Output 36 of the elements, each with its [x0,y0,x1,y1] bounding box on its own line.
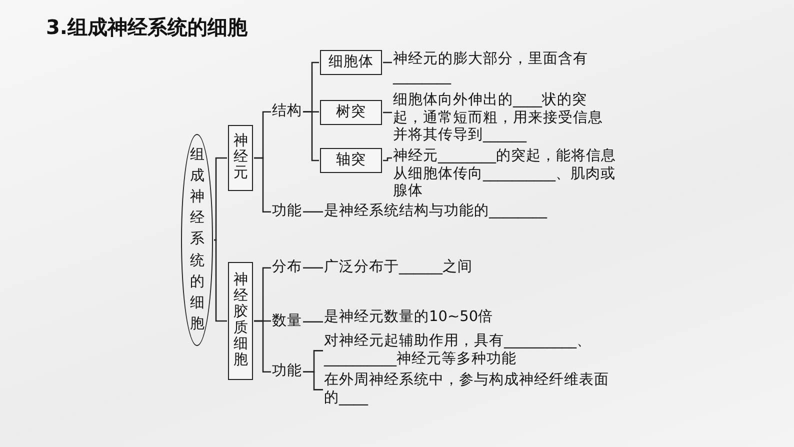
ellipse-node [181,134,213,346]
category-box [228,262,253,380]
part-box [320,148,382,173]
title: 3.组成神经系统的细胞 [46,14,248,41]
connector-line [303,211,323,212]
node-text: 神经胶质细胞 [233,273,248,369]
connector-line [214,157,227,241]
connector-line [254,320,271,372]
branch-label: 分布 [272,259,302,277]
connector-line [254,157,271,212]
connector-line [214,239,227,322]
connector-line [303,267,323,268]
description-text: 细胞体向外伸出的____状的突起，通常短而粗，用来接受信息并将其传导到______ [393,92,604,146]
part-box [320,100,382,125]
connector-line [303,371,323,390]
description-text: 是神经元数量的10~50倍 [324,309,494,327]
description-text: 对神经元起辅助作用，具有__________、__________神经元等多种功能 [324,333,592,368]
connector-line [303,111,319,162]
description-text: 是神经系统结构与功能的________ [324,203,548,221]
node-text: 树突 [336,104,366,122]
connector-line [383,157,392,162]
branch-label: 结构 [272,103,302,121]
description-text: 广泛分布于______之间 [324,259,474,277]
node-text: 组成神经系统的细胞 [190,146,204,334]
node-text: 轴突 [336,152,366,170]
branch-label: 数量 [272,313,302,331]
node-text: 细胞体 [328,54,374,72]
connector-line [303,321,323,322]
description-text: 在外周神经系统中，参与构成神经纤维表面的____ [324,372,610,408]
description-text: 神经元的膨大部分，里面含有________ [393,51,589,86]
branch-label: 功能 [272,203,302,221]
node-text: 神经元 [233,134,248,182]
branch-label: 功能 [272,363,302,381]
category-box [228,125,253,191]
part-box [320,50,382,75]
description-text: 神经元________的突起，能将信息从细胞体传向__________、肌肉或腺体 [393,148,617,202]
